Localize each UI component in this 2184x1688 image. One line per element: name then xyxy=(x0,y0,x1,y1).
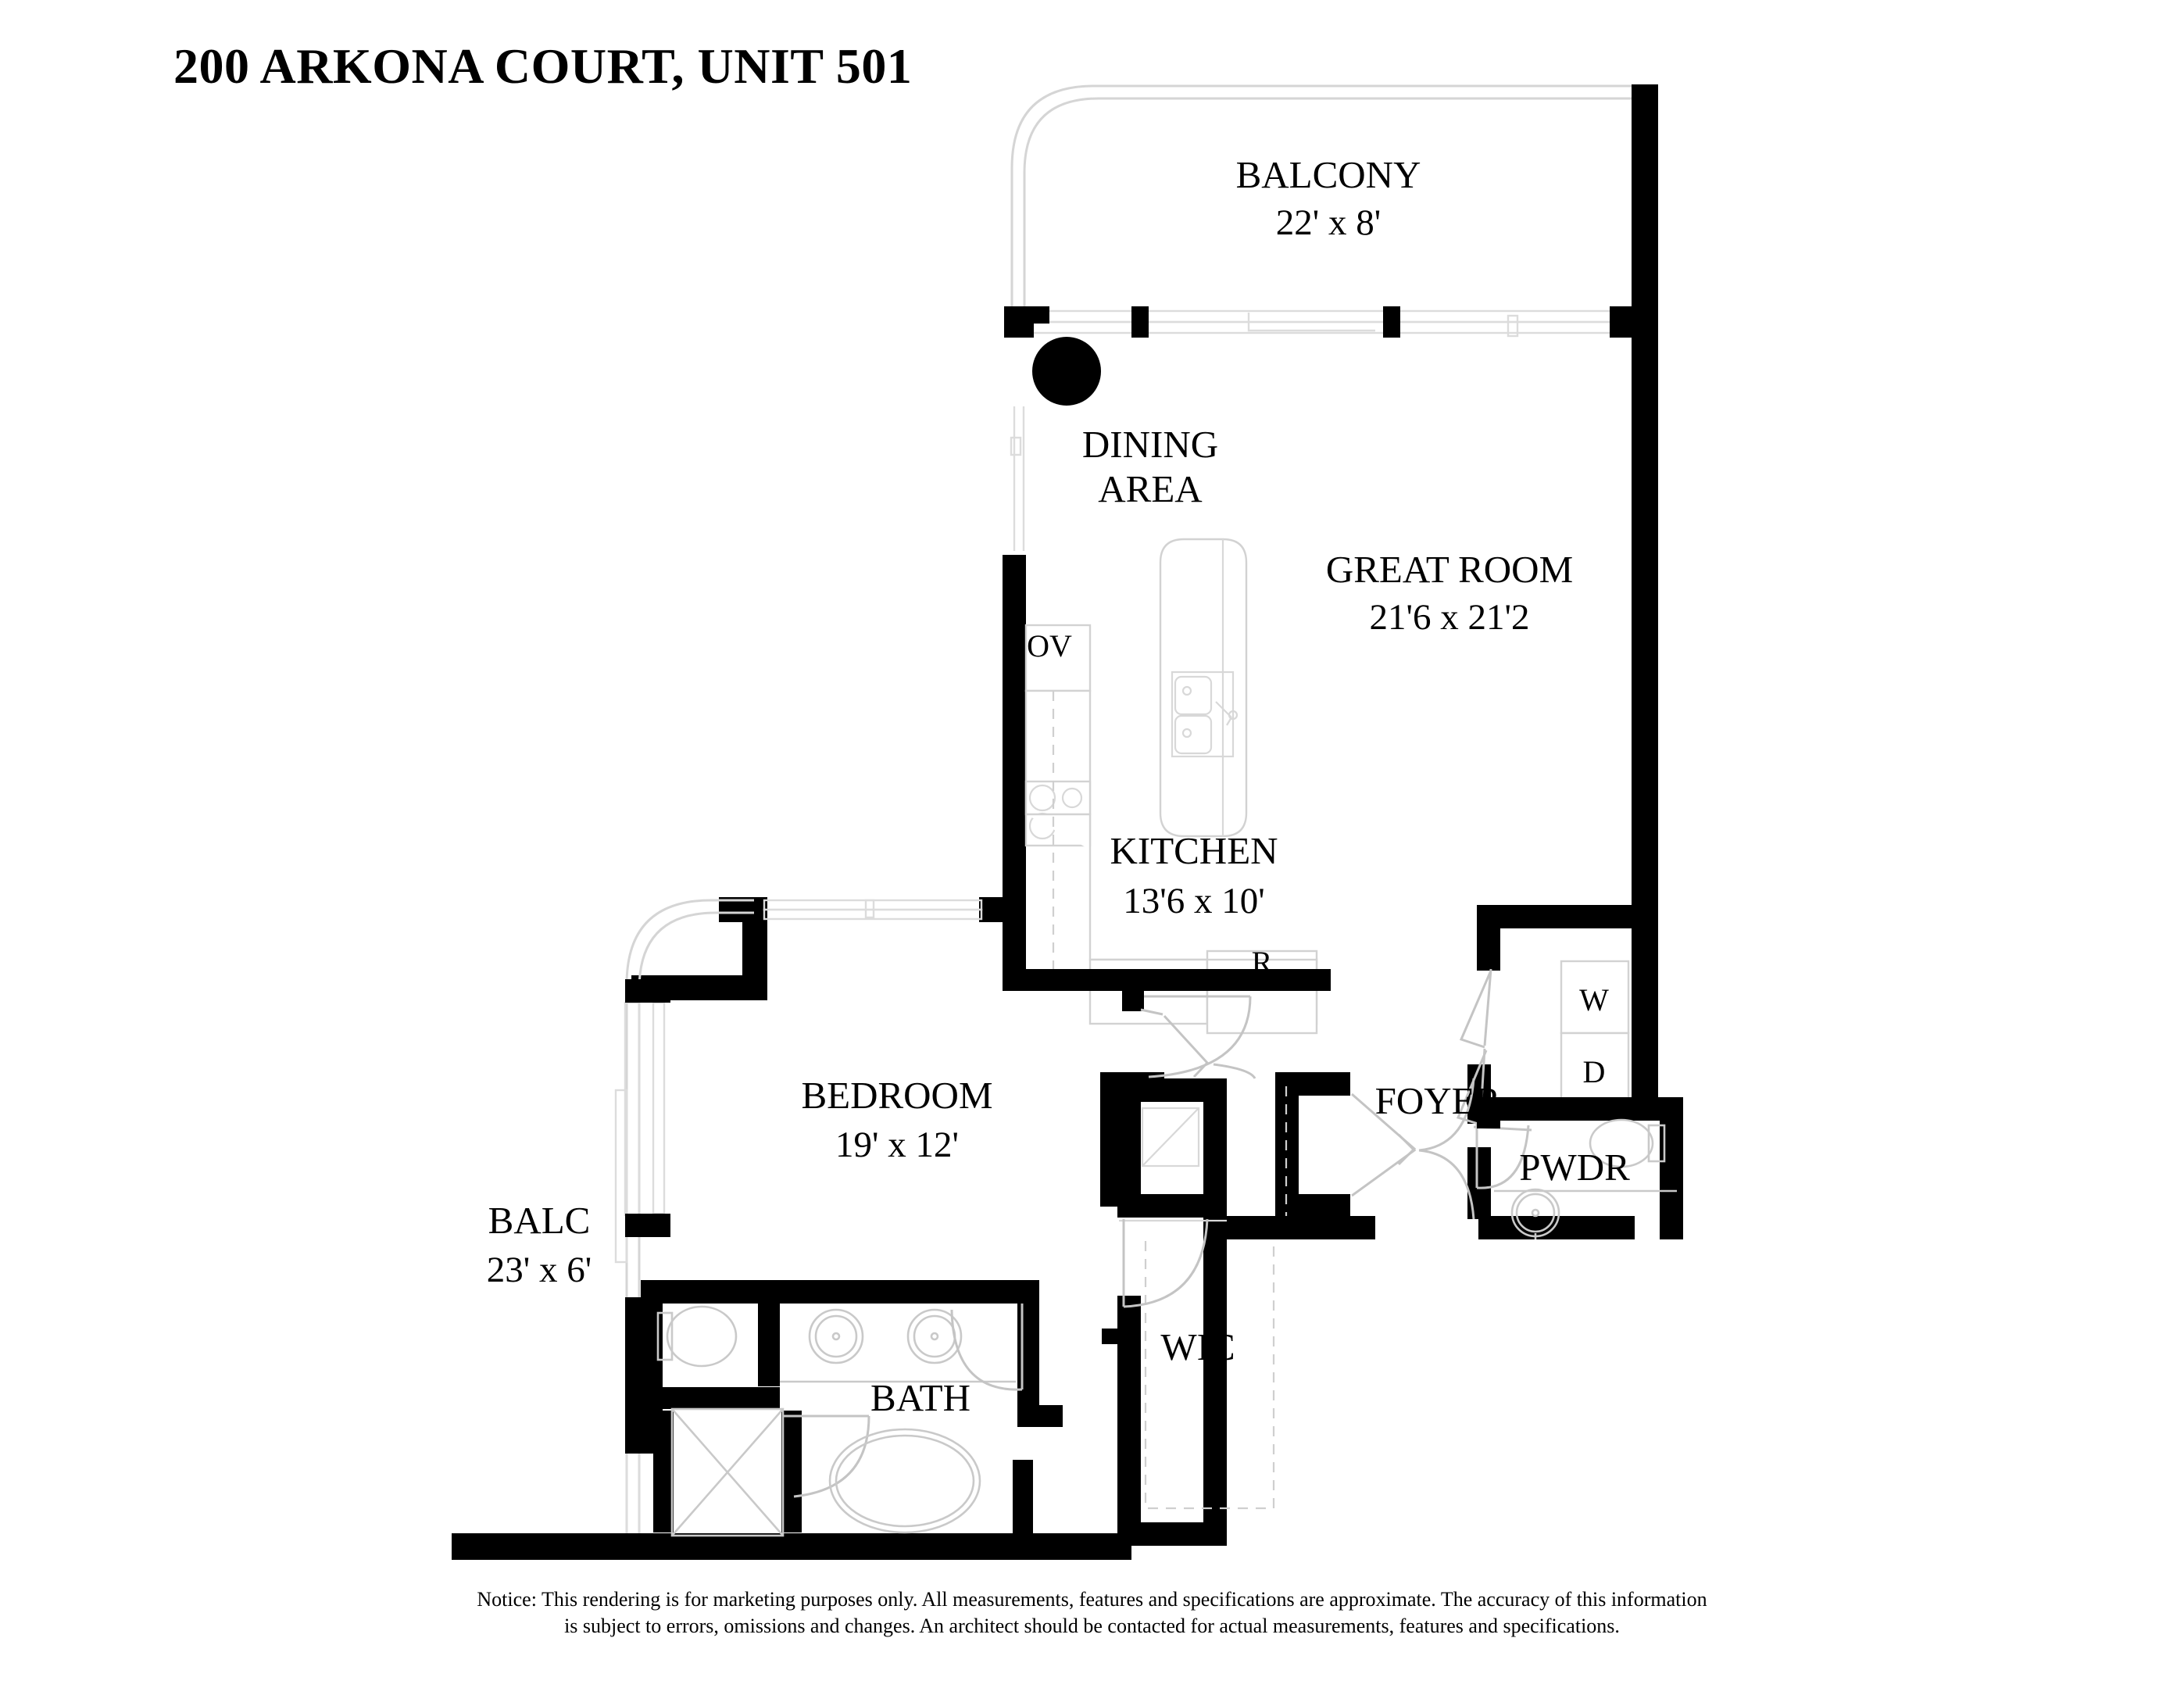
foyer-doors xyxy=(1140,968,1532,1220)
room-label-dining-2: AREA xyxy=(1098,467,1203,510)
exterior-wall-east xyxy=(1632,84,1658,1099)
kitchen-door xyxy=(1144,995,1252,1078)
room-label-dining: DINING xyxy=(1082,423,1218,466)
powder-walls xyxy=(1477,1097,1683,1239)
appliance-label-oven: OV xyxy=(1027,628,1072,663)
room-dim-kitchen: 13'6 x 10' xyxy=(1123,881,1264,921)
room-label-wic: WIC xyxy=(1160,1325,1235,1368)
structural-column xyxy=(1032,337,1101,406)
kitchen-south-wall xyxy=(1003,969,1331,1011)
room-label-balcony: BALCONY xyxy=(1236,153,1421,196)
wic-shelving xyxy=(1119,1107,1275,1510)
room-dim-bedroom: 19' x 12' xyxy=(835,1125,959,1165)
appliance-label-washer: W xyxy=(1579,982,1609,1017)
balcony-rail xyxy=(1010,84,1639,313)
room-label-pwdr: PWDR xyxy=(1519,1146,1630,1189)
kitchen-west-wall xyxy=(1003,406,1026,978)
kitchen-island xyxy=(1159,538,1248,838)
room-label-balc: BALC xyxy=(488,1199,591,1242)
room-dim-greatroom: 21'6 x 21'2 xyxy=(1370,597,1530,638)
bedroom-north-wall xyxy=(631,897,1026,1000)
disclaimer-line-1: Notice: This rendering is for marketing … xyxy=(477,1588,1707,1611)
bath-walls xyxy=(452,1280,1131,1560)
room-dim-balcony: 22' x 8' xyxy=(1276,202,1381,243)
disclaimer-note: Notice: This rendering is for marketing … xyxy=(0,1586,2184,1640)
appliance-label-dryer: D xyxy=(1583,1054,1606,1089)
page-title: 200 ARKONA COURT, UNIT 501 xyxy=(173,38,913,94)
laundry-appliances xyxy=(1560,960,1630,1107)
balcony-glass-wall xyxy=(1014,309,1639,338)
disclaimer-line-2: is subject to errors, omissions and chan… xyxy=(564,1615,1620,1638)
room-label-greatroom: GREAT ROOM xyxy=(1326,548,1573,591)
powder-fixtures xyxy=(1494,1118,1677,1239)
appliance-label-fridge: R xyxy=(1252,945,1273,980)
room-label-foyer: FOYER xyxy=(1375,1079,1501,1122)
wic-walls xyxy=(1102,1078,1227,1546)
room-label-kitchen: KITCHEN xyxy=(1110,829,1278,872)
bath-fixtures xyxy=(656,1304,1024,1537)
room-label-bedroom: BEDROOM xyxy=(801,1074,992,1117)
room-dim-balc: 23' x 6' xyxy=(487,1250,592,1290)
room-label-bath: BATH xyxy=(870,1376,970,1419)
